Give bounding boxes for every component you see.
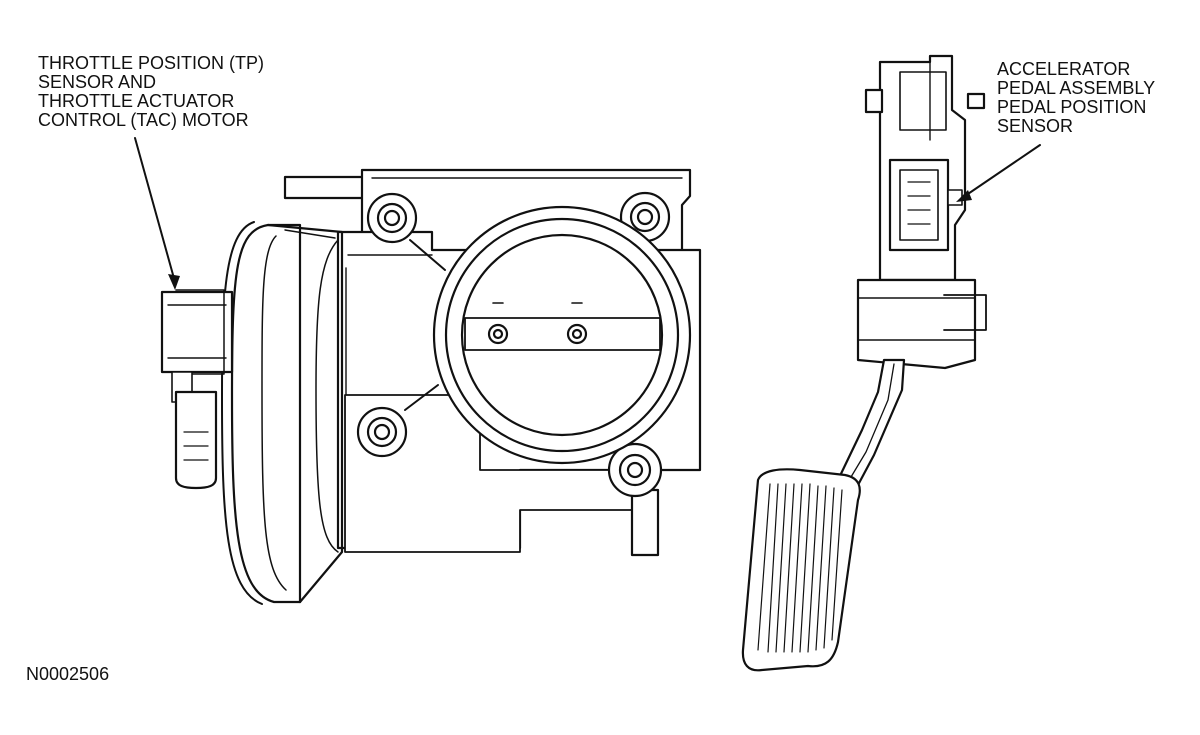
figure-code: N0002506: [26, 664, 110, 684]
leader-line-throttle: [134, 137, 180, 290]
callout-line: ACCELERATOR: [997, 59, 1131, 79]
tac-motor-housing: [160, 221, 344, 605]
leader-line-pedal-sensor: [956, 144, 1041, 202]
callout-line: SENSOR: [997, 116, 1074, 136]
callout-line: PEDAL ASSEMBLY: [997, 78, 1156, 98]
bolt-boss-lower-left: [356, 406, 408, 458]
pedal-pad: [741, 468, 861, 672]
callout-line: THROTTLE ACTUATOR: [38, 91, 235, 111]
callout-line: SENSOR AND: [38, 72, 157, 92]
throttle-body: [283, 168, 702, 557]
callout-line: CONTROL (TAC) MOTOR: [38, 110, 249, 130]
throttle-position-sensor-callout: THROTTLE POSITION (TP) SENSOR AND THROTT…: [38, 54, 264, 130]
accelerator-pedal-callout: ACCELERATOR PEDAL ASSEMBLY PEDAL POSITIO…: [997, 60, 1155, 136]
throttle-bore: [432, 205, 692, 465]
bolt-boss-lower-right: [607, 442, 663, 498]
accelerator-pedal-assembly: [741, 54, 987, 672]
bolt-boss-upper-left: [366, 192, 418, 244]
pedal-position-sensor: [888, 158, 963, 252]
callout-line: PEDAL POSITION: [997, 97, 1147, 117]
callout-line: THROTTLE POSITION (TP): [38, 53, 265, 73]
